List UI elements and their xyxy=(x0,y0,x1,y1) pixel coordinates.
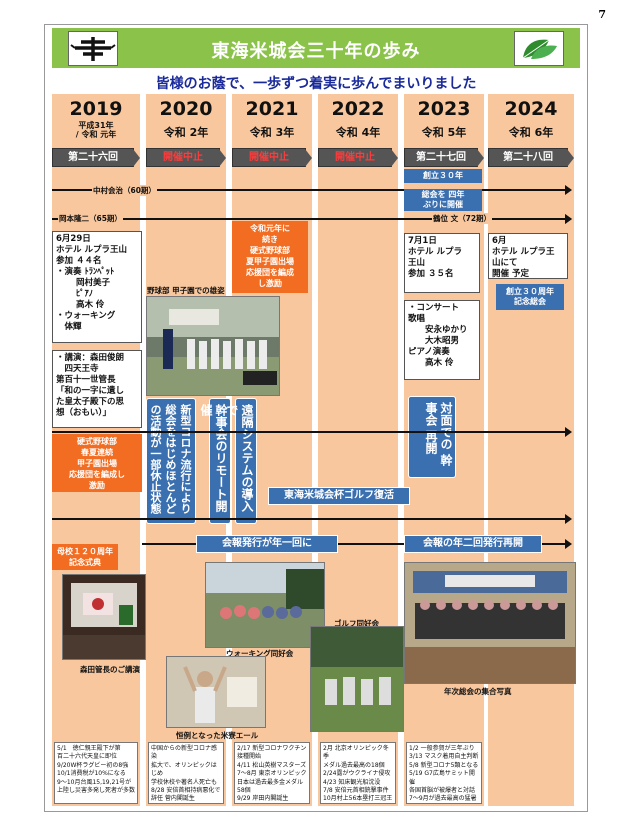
page-frame xyxy=(44,24,588,812)
timeline-line-3 xyxy=(52,427,572,437)
year-column-2024 xyxy=(488,94,574,806)
news-box-2022: 2月 北京オリンピック冬季 メダル過去最高の18個 2/24露がウクライナ侵攻 … xyxy=(320,742,396,804)
lecture-photo xyxy=(62,574,146,660)
title-banner: 東海米城会三十年の歩み xyxy=(52,28,580,68)
meeting-status-text: 開催中止 xyxy=(249,152,289,163)
caption-walking: ウォーキング同好会 xyxy=(226,649,294,658)
note-remote-system: 遠隔システムの導入で xyxy=(225,398,257,524)
timeline-label-nakamura: 中村会治（60期） xyxy=(92,185,157,196)
meeting-status-text: 開催中止 xyxy=(163,152,203,163)
note-face-to-face-meeting: 対面での 幹事会 再開 xyxy=(408,396,456,478)
bar-newsletter-once: 会報発行が年一回に xyxy=(196,535,338,553)
news-box-2023: 1/2 一般参賀が三年ぶり 3/13 マスク着用自主判断 5/8 新型コロナ5類… xyxy=(406,742,482,804)
news-box-2021: 2/17 新型コロナワクチン 接種開始 4/11 松山英樹マスターズ 7～8月 … xyxy=(234,742,310,804)
event-2019-lecture: ・講演：森田俊朗 四天王寺 第百十一世管長 「和の一字に遺し た皇太子殿下の思 … xyxy=(52,350,142,428)
caption-lecture: 森田管長のご講演 xyxy=(80,665,140,674)
group-photo xyxy=(404,562,576,684)
page-title: 東海米城会三十年の歩み xyxy=(211,41,421,62)
timeline-line-nakamura xyxy=(52,185,572,195)
tag-arrow-icon xyxy=(477,149,484,167)
era-label: 令和 4年 xyxy=(335,126,381,139)
walking-photo xyxy=(205,562,325,648)
meeting-status-text: 第二十八回 xyxy=(503,152,553,163)
event-2023-meeting: 7月1日 ホテル ルプラ 王山 参加 ３５名 xyxy=(404,233,480,293)
anniversary-30-badge: 創立３０年 xyxy=(404,169,482,183)
event-2024-meeting: 6月 ホテル ルプラ王 山にて 開催 予定 xyxy=(488,233,568,279)
meeting-status-tag: 第二十六回 xyxy=(52,148,140,167)
timeline-label-tsuru: 鶴位 文（72期） xyxy=(432,213,493,224)
era-label: 令和 5年 xyxy=(421,126,467,139)
note-remote-meeting: 幹事会のリモート開催 xyxy=(199,398,231,524)
event-2023-concert: ・コンサート 歌唱 安永ゆかり 大木昭男 ピアノ演奏 高木 伶 xyxy=(404,300,480,380)
note-covid-suspension: 新型コロナ流行により 総会をはじめほとんど の活動が一部休止状態 xyxy=(146,398,196,524)
year-label: 2019 xyxy=(69,98,123,120)
school-emblem-icon xyxy=(68,31,118,66)
meeting-status-tag: 第二十八回 xyxy=(488,148,574,167)
era-label: 平成31年 / 令和 元年 xyxy=(75,121,117,139)
meeting-status-text: 開催中止 xyxy=(335,152,375,163)
year-label: 2021 xyxy=(245,98,299,120)
koshien-photo xyxy=(146,296,280,396)
caption-koshien: 野球部 甲子園での雄姿 xyxy=(147,286,225,295)
year-label: 2023 xyxy=(417,98,471,120)
event-2019-baseball-support: 硬式野球部 春夏連続 甲子園出場 応援団を編成し 激励 xyxy=(52,434,142,492)
page-subtitle: 皆様のお蔭で、一歩ずつ着実に歩んでまいりました xyxy=(155,76,477,92)
meeting-status-text: 第二十七回 xyxy=(416,152,466,163)
year-label: 2022 xyxy=(331,98,385,120)
bar-golf-revived: 東海米城会杯ゴルフ復活 xyxy=(268,487,410,505)
meeting-status-tag: 開催中止 xyxy=(232,148,312,167)
golf-club-photo xyxy=(310,626,404,732)
era-label: 令和 2年 xyxy=(163,126,209,139)
tag-arrow-icon xyxy=(567,149,574,167)
tag-arrow-icon xyxy=(391,149,398,167)
event-2019-school-anniversary: 母校１２０周年 記念式典 xyxy=(52,544,118,570)
caption-group: 年次総会の集合写真 xyxy=(444,687,512,696)
meeting-status-tag: 開催中止 xyxy=(146,148,226,167)
tag-arrow-icon xyxy=(133,149,140,167)
era-label: 令和 3年 xyxy=(249,126,295,139)
tag-arrow-icon xyxy=(305,149,312,167)
green-leaf-emblem-icon xyxy=(514,31,564,66)
general-meeting-resumed-badge: 総会を 四年 ぶりに開催 xyxy=(404,189,482,211)
tag-arrow-icon xyxy=(219,149,226,167)
timeline-line-newsletter xyxy=(142,539,572,549)
caption-golf-club: ゴルフ同好会 xyxy=(334,619,379,628)
year-label: 2020 xyxy=(159,98,213,120)
bar-newsletter-twice: 会報の年二回発行再開 xyxy=(404,535,542,553)
event-2024-anniversary: 創立３０周年 記念総会 xyxy=(496,284,564,310)
meeting-status-text: 第二十六回 xyxy=(68,152,118,163)
news-box-2019: 5/1 徳仁親王殿下が第 百二十六代天皇に即位 9/20W杯ラグビー初の8強 1… xyxy=(54,742,138,804)
meeting-status-tag: 開催中止 xyxy=(318,148,398,167)
timeline-label-okamoto: 岡本隆二（65期） xyxy=(58,213,123,224)
event-2021-baseball-support: 令和元年に 続き 硬式野球部 夏甲子園出場 応援団を編成 し激励 xyxy=(232,221,308,293)
yell-photo xyxy=(166,656,266,728)
era-label: 令和 6年 xyxy=(508,126,554,139)
page-number: 7 xyxy=(598,8,606,21)
year-label: 2024 xyxy=(504,98,558,120)
caption-yell: 恒例となった米寮エール xyxy=(176,731,259,740)
news-box-2020: 中国からの新型コロナ感染 拡大で、オリンピックはじめ 学校休校や著名人死亡も 8… xyxy=(148,742,224,804)
meeting-status-tag: 第二十七回 xyxy=(404,148,484,167)
timeline-line-4 xyxy=(52,514,572,524)
event-2019-meeting: 6月29日 ホテル ルプラ王山 参加 ４４名 ・演奏 ﾄﾗﾝﾍﾟｯﾄ 岡村美子 … xyxy=(52,231,142,343)
